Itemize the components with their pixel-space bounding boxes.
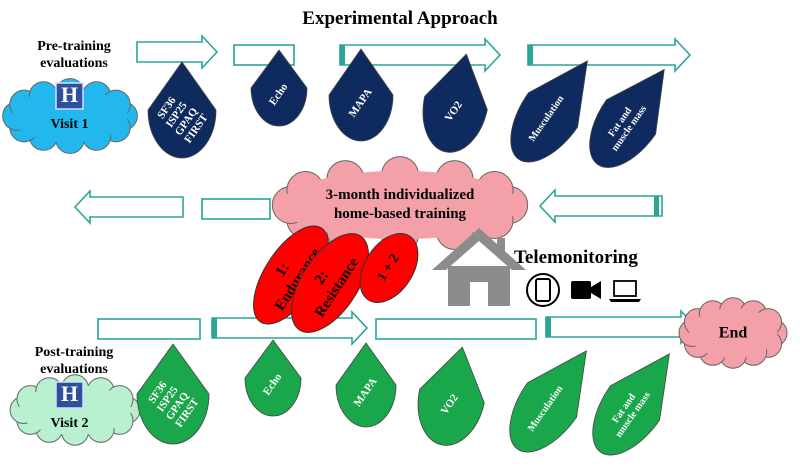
house-icon (432, 228, 526, 306)
flow-arrow-left (73, 188, 184, 226)
post-drop-shape (509, 350, 587, 453)
post-drop: VO2 (417, 346, 485, 446)
flow-arrow-left (538, 187, 663, 225)
arrow-stripes (546, 317, 551, 337)
cloud-body (281, 170, 519, 240)
cloud-body (688, 308, 778, 358)
post-drop-shape (592, 353, 670, 456)
post-drop: Musculation (509, 350, 587, 453)
flow-segment (201, 198, 271, 220)
flow-segment (375, 318, 537, 340)
pre-drop-shape (250, 49, 308, 127)
training-cloud-line: home-based training (334, 206, 467, 222)
visit2-label: Visit 2 (51, 416, 89, 431)
pre-drop-shape (422, 53, 488, 153)
hospital-letter: H (61, 381, 78, 406)
cloud-body (12, 89, 128, 143)
flow-segment (97, 318, 201, 340)
end-label: End (719, 325, 748, 342)
pre-drop-shape (147, 61, 217, 159)
visit1-label: Visit 1 (51, 117, 89, 132)
diagram-title: Experimental Approach (302, 8, 498, 29)
video-camera-icon (571, 281, 601, 299)
pre-drop: Musculation (510, 60, 588, 163)
post-drop-shape (136, 343, 210, 445)
laptop-base (609, 299, 641, 302)
camera-body (571, 281, 591, 299)
training-cloud-line: 3-month individualized (326, 187, 475, 203)
pre-drop-shape (510, 60, 588, 163)
arrow-stripes (340, 45, 345, 65)
training-option: 1 + 2 (359, 233, 419, 303)
camera-lens (591, 281, 601, 299)
arrow-stripes (528, 45, 533, 65)
training-option: 2:Resistance (291, 233, 369, 333)
training-option-shape (291, 233, 369, 333)
flow-arrow (211, 309, 369, 347)
pre-drop: MAPA (328, 48, 394, 142)
training-cloud-text: 3-month individualized home-based trainin… (326, 187, 475, 222)
post-training-label: Post-training evaluations (34, 345, 114, 377)
smartphone-icon (526, 273, 560, 307)
post-drop: MAPA (335, 342, 397, 428)
flow-arrow (545, 308, 698, 346)
hospital-letter: H (61, 82, 78, 107)
laptop-screen (613, 280, 637, 297)
flow-arrow (136, 33, 219, 71)
telemonitoring-label: Telemonitoring (514, 247, 638, 268)
post-drop: Echo (244, 339, 302, 417)
hospital-icon (55, 82, 84, 110)
smartphone-body (535, 278, 551, 302)
pre-drop-shape (328, 48, 394, 142)
house-chimney (497, 238, 505, 254)
house-door (470, 282, 488, 306)
hospital-icon (55, 381, 84, 409)
house-roof (432, 228, 526, 270)
cloud-body (18, 385, 132, 435)
pre-drop: VO2 (422, 53, 488, 153)
arrow-stripes (212, 318, 217, 338)
post-drop-shape (417, 346, 485, 446)
pre-training-label: Pre-training evaluations (37, 39, 111, 71)
pre-drop-shape (589, 68, 665, 168)
training-option-shape (359, 233, 419, 303)
training-cloud (271, 156, 529, 254)
laptop-icon (609, 280, 641, 302)
end-cloud (678, 297, 788, 369)
arrow-stripes (654, 196, 659, 216)
post-drop-shape (335, 342, 397, 428)
flow-arrow (527, 36, 692, 74)
pre-drop: Echo (250, 49, 308, 127)
post-drop-shape (244, 339, 302, 417)
